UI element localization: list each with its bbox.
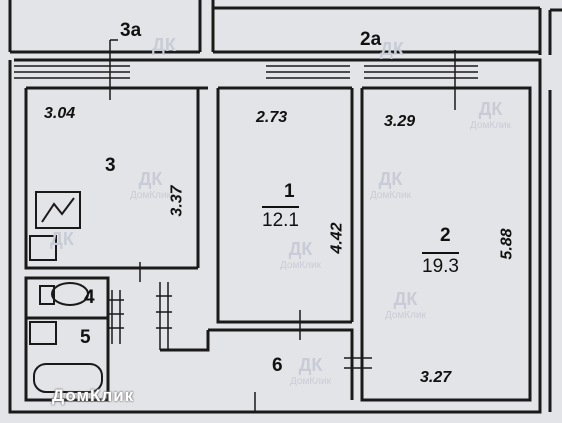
stove-icon <box>35 191 81 229</box>
brand-watermark: ДомКлик <box>52 386 135 405</box>
room-2-height: 5.88 <box>498 228 516 260</box>
window-mark-3 <box>109 39 118 100</box>
room-1-area: 12.1 <box>262 206 299 230</box>
room-3a-label: 3а <box>120 20 142 41</box>
outer-wall <box>8 58 542 414</box>
room-2-width-bottom: 3.27 <box>420 369 452 386</box>
window-room-1 <box>266 65 350 79</box>
toilet-icon <box>51 282 89 306</box>
room-2a-label: 2а <box>360 29 382 50</box>
room-3-label: 3 <box>105 155 116 176</box>
room-2-walls <box>360 86 532 402</box>
watermark: ДК <box>380 39 404 59</box>
hallway-walls <box>160 328 354 400</box>
wash-sink-icon <box>29 321 57 345</box>
room-1-width: 2.73 <box>256 109 288 126</box>
room-4-label: 4 <box>84 287 95 308</box>
room-3a-outline <box>8 0 202 54</box>
stove-zigzag <box>41 197 75 223</box>
room-2-label: 2 <box>440 225 451 246</box>
watermark: ДК <box>152 35 176 55</box>
room-1-height: 4.42 <box>328 222 346 254</box>
room-1-walls <box>216 86 354 324</box>
room-5-label: 5 <box>80 327 91 348</box>
riser-marks <box>139 262 301 412</box>
bathroom-walls <box>24 276 110 402</box>
room-3-height: 3.37 <box>168 185 186 217</box>
room-2-area: 19.3 <box>422 252 459 276</box>
room-6-label: 6 <box>272 355 283 376</box>
window-room-3 <box>14 65 130 79</box>
room-3-width: 3.04 <box>44 105 76 122</box>
door-room-2 <box>344 357 372 369</box>
bathtub-icon <box>33 363 103 393</box>
room-2-width-top: 3.29 <box>384 113 416 130</box>
watermark: ДК <box>50 229 74 249</box>
toilet-tank-icon <box>39 285 55 305</box>
door-hallway <box>156 282 172 350</box>
window-room-2 <box>364 65 478 79</box>
room-1-label: 1 <box>284 181 295 202</box>
room-2a-outline <box>211 0 542 55</box>
door-bathroom <box>108 290 124 344</box>
kitchen-sink-icon <box>29 235 57 261</box>
right-neighbour-outline <box>548 8 562 55</box>
